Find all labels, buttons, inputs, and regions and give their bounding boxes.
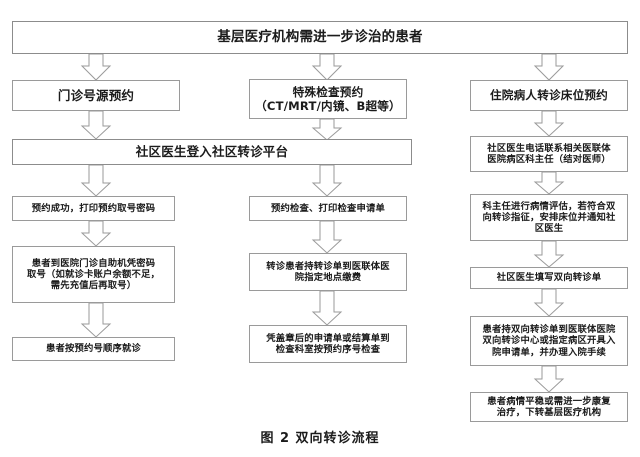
- node-col1-head: 门诊号源预约: [12, 80, 180, 111]
- node-root: 基层医疗机构需进一步诊治的患者: [12, 21, 628, 54]
- node-col3-step3: 社区医生填写双向转诊单: [470, 267, 628, 289]
- node-col1-step1: 预约成功，打印预约取号密码: [12, 196, 175, 221]
- arrow-col3s1-to-s2: [533, 171, 565, 195]
- node-col2-step3: 凭盖章后的申请单或结算单到 检查科室按预约序号检查: [249, 325, 407, 363]
- node-col2-step2: 转诊患者持转诊单到医联体医 院指定地点缴费: [249, 253, 407, 291]
- node-col2-head: 特殊检查预约 （CT/MRT/内镜、B超等）: [249, 79, 407, 119]
- arrow-col1s1-to-s2: [80, 220, 112, 247]
- arrow-col1-to-platform: [80, 110, 112, 140]
- arrow-col3s3-to-s4: [533, 288, 565, 317]
- arrow-col2s1-to-s2: [311, 220, 343, 254]
- arrow-root-to-col1: [80, 53, 112, 81]
- node-col3-step1: 社区医生电话联系相关医联体 医院病区科主任（结对医师）: [470, 136, 628, 172]
- arrow-col2-to-platform: [311, 118, 343, 141]
- arrow-root-to-col3: [533, 53, 565, 81]
- node-col3-step5: 患者病情平稳或需进一步康复 治疗，下转基层医疗机构: [470, 392, 628, 422]
- arrow-col1s2-to-s3: [80, 302, 112, 338]
- node-col1-step3: 患者按预约号顺序就诊: [12, 337, 175, 361]
- node-col2-step1: 预约检查、打印检查申请单: [249, 196, 407, 221]
- arrow-platform-to-col1s1: [80, 164, 112, 197]
- arrow-platform-to-col2s1: [311, 164, 343, 197]
- node-col3-step4: 患者持双向转诊单到医联体医院 双向转诊中心或指定病区开具入 院申请单，并办理入院…: [470, 316, 628, 366]
- node-col1-step2: 患者到医院门诊自助机凭密码 取号（如就诊卡账户余额不足， 需先充值后再取号）: [12, 246, 175, 303]
- arrow-root-to-col2: [311, 53, 343, 81]
- node-col3-head: 住院病人转诊床位预约: [470, 80, 628, 111]
- figure-caption: 图 2 双向转诊流程: [260, 431, 380, 446]
- arrow-col2s2-to-s3: [311, 290, 343, 326]
- node-platform: 社区医生登入社区转诊平台: [12, 139, 412, 165]
- arrow-col3head-to-s1: [533, 110, 565, 137]
- arrow-col3s2-to-s3: [533, 240, 565, 268]
- node-col3-step2: 科主任进行病情评估，若符合双 向转诊指征，安排床位并通知社 区医生: [470, 194, 628, 241]
- arrow-col3s4-to-s5: [533, 365, 565, 393]
